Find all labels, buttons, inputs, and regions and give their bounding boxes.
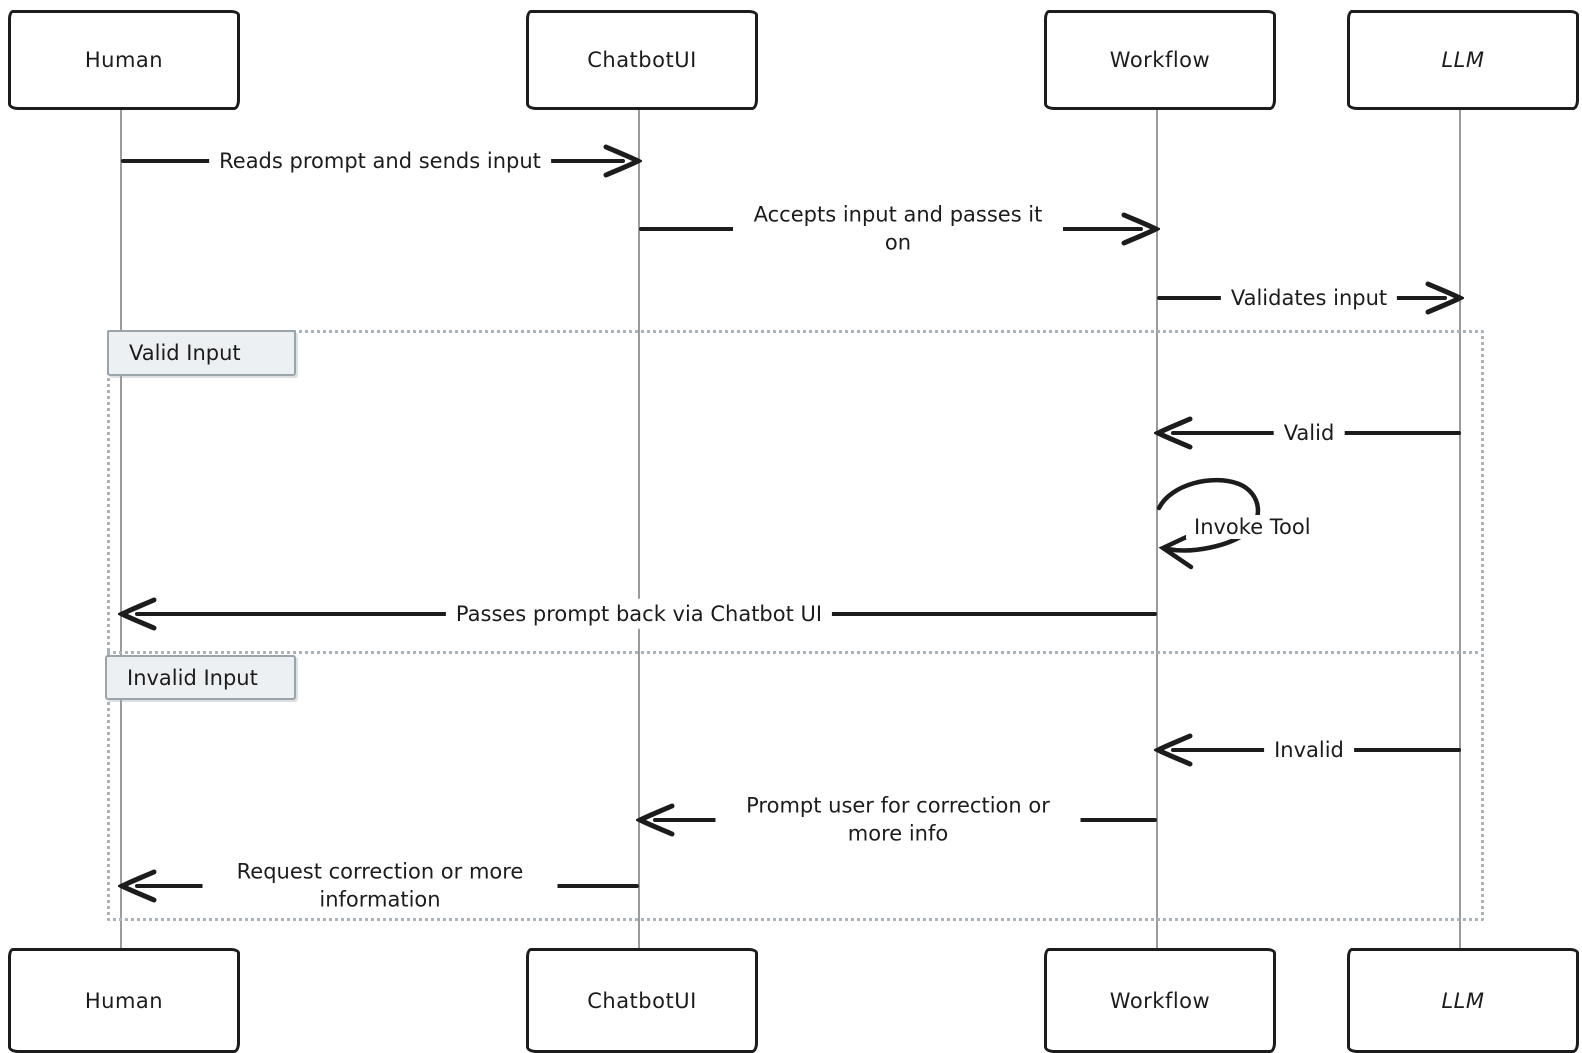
arrowhead-right-icon [1121,212,1160,246]
actor-workflow-top: Workflow [1044,10,1276,110]
actor-label: LLM [1441,988,1485,1013]
actor-llm-top: LLM [1347,10,1579,110]
self-loop-label: Invoke Tool [1186,515,1319,539]
arrowhead-left-icon [118,869,157,903]
message-prompt-user-correction: Prompt user for correction or more info [636,790,1157,850]
actor-label: Workflow [1109,988,1211,1013]
actor-chatbotui-bottom: ChatbotUI [526,948,758,1053]
actor-chatbotui-top: ChatbotUI [526,10,758,110]
alt-section-divider [107,651,1478,654]
arrowhead-right-icon [1425,281,1464,315]
message-accepts-input: Accepts input and passes it on [639,199,1160,259]
message-invalid: Invalid [1154,730,1461,770]
arrowhead-left-icon [1154,733,1193,767]
message-label: Validates input [1220,282,1398,314]
arrowhead-left-icon [636,803,675,837]
message-label: Accepts input and passes it on [733,199,1063,259]
alt-frame [107,330,1484,921]
message-valid: Valid [1154,413,1461,453]
actor-workflow-bottom: Workflow [1044,948,1276,1053]
lifeline-chatbotui [638,104,640,949]
message-request-correction: Request correction or more information [118,856,639,916]
message-label: Request correction or more information [202,856,558,916]
lifeline-workflow [1156,104,1158,949]
section-label-text: Invalid Input [127,665,258,690]
self-loop-invoke-tool [1156,477,1261,570]
actor-label: ChatbotUI [587,988,697,1013]
message-label: Valid [1273,417,1345,449]
arrowhead-left-icon [118,597,157,631]
section-label-text: Valid Input [129,341,241,365]
message-label: Invalid [1264,734,1354,766]
actor-llm-bottom: LLM [1347,948,1579,1053]
message-reads-prompt: Reads prompt and sends input [121,141,642,181]
message-passes-prompt-back: Passes prompt back via Chatbot UI [118,594,1157,634]
lifeline-llm [1459,104,1461,949]
actor-label: Human [84,988,164,1013]
actor-label: Workflow [1109,48,1211,72]
actor-label: LLM [1441,48,1485,72]
message-validates-input: Validates input [1157,278,1464,318]
arrowhead-right-icon [603,144,642,178]
message-label: Passes prompt back via Chatbot UI [445,598,833,630]
arrowhead-left-icon [1154,416,1193,450]
message-label: Prompt user for correction or more info [715,790,1081,850]
message-label: Reads prompt and sends input [209,145,551,177]
section-label-valid-input: Valid Input [107,330,296,376]
actor-label: ChatbotUI [587,48,697,72]
actor-human-bottom: Human [8,948,240,1053]
lifeline-human [120,104,122,949]
section-label-invalid-input: Invalid Input [105,655,296,700]
actor-label: Human [84,48,164,72]
actor-human-top: Human [8,10,240,110]
